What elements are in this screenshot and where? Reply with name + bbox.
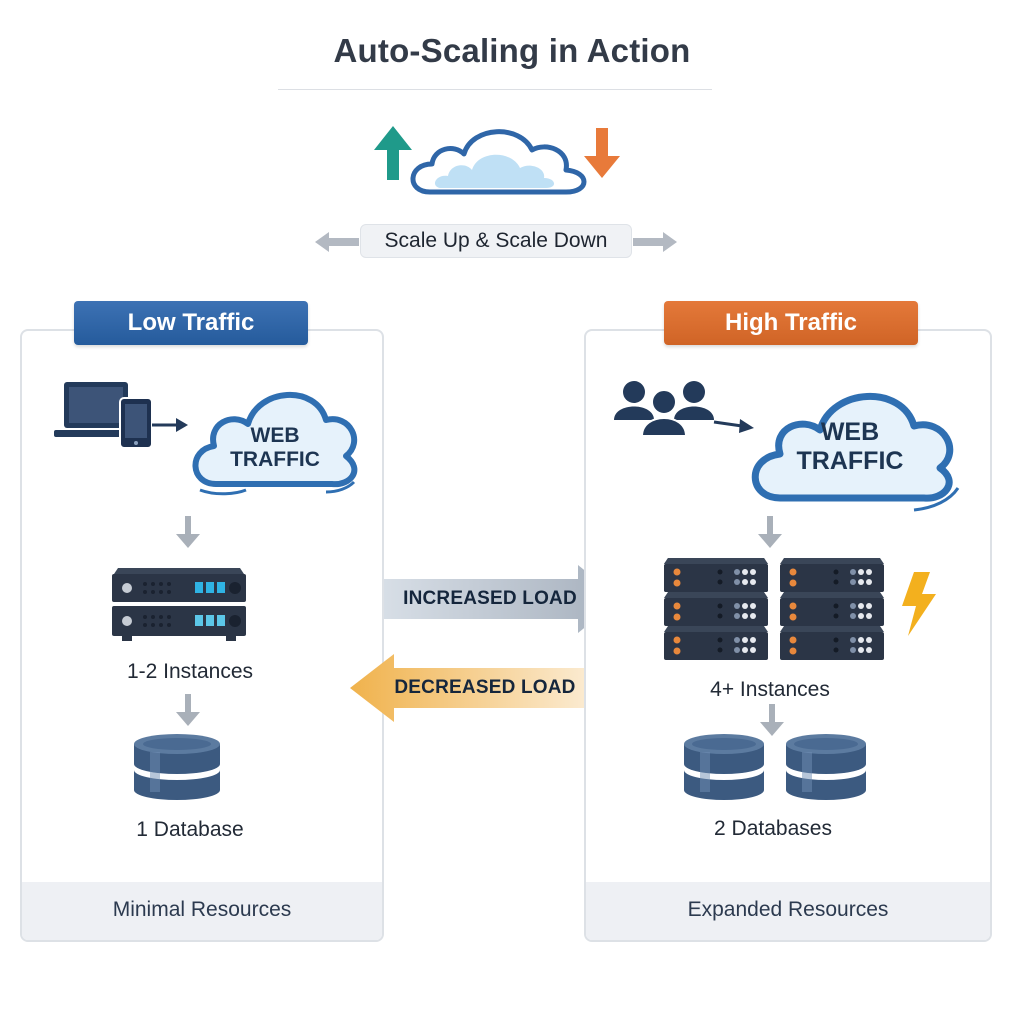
bidirectional-arrow xyxy=(315,232,677,252)
arrow-right-icon xyxy=(152,418,188,432)
page-title: Auto-Scaling in Action xyxy=(333,32,691,69)
server-stacks-large xyxy=(664,558,936,660)
high-traffic-badge: High Traffic xyxy=(664,301,918,345)
arrow-down-icon xyxy=(758,516,782,548)
arrow-right-icon xyxy=(713,419,754,433)
laptop-icon xyxy=(54,382,136,437)
cloud-label-traffic: TRAFFIC xyxy=(796,446,904,475)
web-traffic-cloud-low xyxy=(192,392,358,496)
database-pair xyxy=(684,734,866,800)
server-instance xyxy=(780,592,884,626)
arrow-down-icon xyxy=(584,128,620,178)
scale-up-down-label: Scale Up & Scale Down xyxy=(360,224,632,258)
cloud-label-web: WEB xyxy=(250,424,300,447)
database-count-high: 2 Databases xyxy=(714,817,832,840)
arrow-down-icon xyxy=(760,704,784,736)
increased-load-label: INCREASED LOAD xyxy=(403,588,577,609)
database-icon xyxy=(134,734,220,800)
database-icon xyxy=(786,734,866,800)
server-instance xyxy=(780,626,884,660)
lightning-icon xyxy=(902,572,936,636)
low-traffic-badge: Low Traffic xyxy=(74,301,308,345)
expanded-resources-footer: Expanded Resources xyxy=(586,882,990,940)
minimal-resources-footer: Minimal Resources xyxy=(22,882,382,940)
title-divider xyxy=(278,89,712,90)
devices-icon xyxy=(54,382,188,449)
instances-count-high: 4+ Instances xyxy=(710,678,830,701)
instances-count-low: 1-2 Instances xyxy=(126,660,254,683)
web-traffic-cloud-high xyxy=(751,392,960,512)
arrow-down-icon xyxy=(176,516,200,548)
tablet-icon xyxy=(119,397,153,449)
arrow-down-icon xyxy=(176,694,200,726)
decreased-load-arrow xyxy=(350,654,584,722)
server-instance xyxy=(664,558,768,592)
server-instance xyxy=(664,592,768,626)
server-instance xyxy=(112,568,246,602)
server-instance xyxy=(664,626,768,660)
cloud-label-web: WEB xyxy=(820,418,880,446)
users-group-icon xyxy=(614,381,754,437)
database-count-low: 1 Database xyxy=(136,818,244,841)
decreased-load-label: DECREASED LOAD xyxy=(394,677,576,698)
arrow-up-icon xyxy=(374,126,412,180)
database-icon xyxy=(684,734,764,800)
increased-load-arrow xyxy=(384,565,620,633)
cloud-label-traffic: TRAFFIC xyxy=(230,448,320,472)
server-instance xyxy=(112,606,246,641)
scaling-header-graphic xyxy=(374,126,620,195)
server-instance xyxy=(780,558,884,592)
server-stack-small xyxy=(112,568,246,641)
cloud-icon xyxy=(410,129,587,195)
